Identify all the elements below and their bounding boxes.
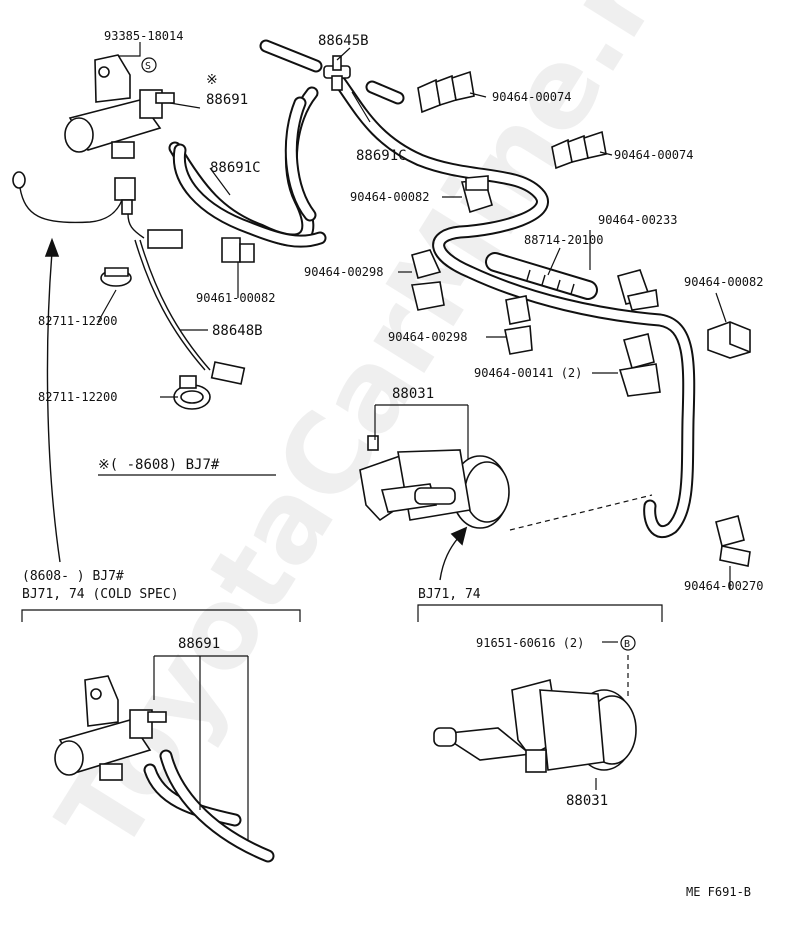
- arrow-bj: [439, 526, 468, 581]
- clamp-82711-b: [173, 375, 211, 410]
- t-connector: [323, 55, 351, 91]
- clip-90464-00074-b: [551, 130, 607, 170]
- section-bracket-bj: [417, 604, 663, 622]
- label-82711-12200-b: 82711-12200: [38, 390, 117, 404]
- hose-segment-upper-left: [259, 39, 323, 73]
- label-88691-mark: ※: [206, 72, 218, 88]
- label-90464-00298-b: 90464-00298: [388, 330, 467, 344]
- section-bracket-cold: [21, 609, 301, 622]
- label-90464-00074-a: 90464-00074: [492, 90, 571, 104]
- label-93385-18014: 93385-18014: [104, 29, 183, 43]
- hose-segment-upper-right: [365, 80, 405, 105]
- section-cold-line2: BJ71, 74 (COLD SPEC): [22, 587, 179, 602]
- svg-text:S: S: [145, 61, 151, 72]
- label-88691c-b: 88691C: [356, 148, 407, 164]
- wire-harness: [134, 239, 246, 385]
- vacuum-hose-dashed: [509, 494, 653, 531]
- leader-lines: [97, 42, 731, 840]
- section-cold-line1: (8608- ) BJ7#: [22, 569, 124, 584]
- marker-b: B: [620, 635, 636, 651]
- svg-text:B: B: [624, 639, 630, 650]
- label-88648b: 88648B: [212, 323, 263, 339]
- clip-90464-00270: [715, 515, 751, 567]
- label-88031-a: 88031: [392, 386, 434, 402]
- label-82711-12200-a: 82711-12200: [38, 314, 117, 328]
- clip-90464-00298-a: [411, 249, 445, 311]
- protector-tube: [485, 252, 598, 300]
- label-90464-00074-b: 90464-00074: [614, 148, 693, 162]
- ref-code: ME F691-B: [686, 885, 751, 899]
- clip-90464-00141: [618, 333, 661, 397]
- clip-90464-00074-a: [417, 70, 475, 114]
- main-hose: [168, 75, 696, 539]
- label-88714-20100: 88714-20100: [524, 233, 603, 247]
- vsv-valve-upper: [64, 54, 175, 159]
- label-90464-00298-a: 90464-00298: [304, 265, 383, 279]
- label-88645b: 88645B: [318, 33, 369, 49]
- label-88031-b: 88031: [566, 793, 608, 809]
- section-bj-line1: BJ71, 74: [418, 587, 481, 602]
- clip-90464-00082-a: [460, 175, 493, 214]
- clip-90464-00298-b: [504, 295, 533, 355]
- label-88691c-a: 88691C: [210, 160, 261, 176]
- vacuum-actuator-bj: [433, 679, 637, 773]
- ground-wire: [12, 171, 183, 249]
- marker-s: S: [141, 57, 157, 73]
- arrow-cold-spec: [44, 237, 61, 563]
- label-90464-00082-a: 90464-00082: [350, 190, 429, 204]
- clip-90464-00233: [617, 269, 659, 311]
- vacuum-actuator-main: [359, 435, 510, 529]
- label-91651-60616: 91651-60616 (2): [476, 636, 584, 650]
- label-90464-00141: 90464-00141 (2): [474, 366, 582, 380]
- vsv-valve-cold: [54, 675, 167, 781]
- cold-hoses: [143, 749, 275, 863]
- label-90464-00270: 90464-00270: [684, 579, 763, 593]
- label-88691-b: 88691: [178, 636, 220, 652]
- label-90461-00082: 90461-00082: [196, 291, 275, 305]
- clip-90464-00082-b: [707, 321, 751, 359]
- label-90464-00233: 90464-00233: [598, 213, 677, 227]
- clip-90461-00082: [221, 237, 255, 263]
- note-main: ※( -8608) BJ7#: [98, 457, 220, 473]
- label-90464-00082-b: 90464-00082: [684, 275, 763, 289]
- clamp-82711-a: [100, 267, 132, 287]
- label-88691: 88691: [206, 92, 248, 108]
